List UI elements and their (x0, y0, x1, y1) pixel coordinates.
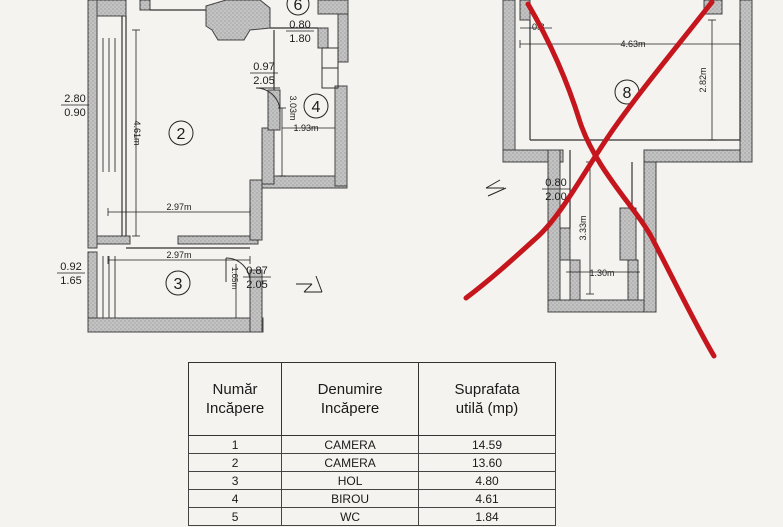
opening-left-window-width: 2.80 (64, 93, 85, 105)
table-header-row: Număr Incăpere Denumire Incăpere Suprafa… (187, 362, 556, 436)
dim-room8-width: 4.63m (620, 39, 645, 49)
opening-lower-window-height: 1.65 (60, 275, 81, 287)
right-dimension-lines (519, 19, 741, 295)
dim-room2-width: 2.97m (166, 202, 191, 212)
room2-inner-lines (121, 9, 318, 249)
header-room-number-line1: Număr (212, 381, 258, 398)
dim-room8-length: 2.82m (698, 67, 708, 92)
header-room-number-line2: Incăpere (205, 400, 265, 417)
north-arrow-left (296, 275, 323, 293)
opening-label-top: 0.80 1.80 (286, 19, 314, 45)
cell-room-number: 1 (187, 435, 283, 454)
cell-room-area: 4.80 (418, 471, 556, 490)
opening-top-width: 0.80 (289, 19, 310, 31)
room-2-number: 2 (177, 126, 186, 143)
opening-right-width: 0.80 (545, 177, 566, 189)
dim-room4-width: 1.93m (293, 123, 318, 133)
cell-room-area: 1.84 (418, 507, 556, 526)
north-arrow-right (485, 179, 507, 197)
cell-room-name: HOL (281, 471, 420, 490)
cell-room-name: BIROU (281, 489, 420, 508)
table-row: 2 CAMERA 13.60 (187, 453, 556, 472)
cell-room-number: 5 (187, 507, 283, 526)
header-usable-area-line2: utilă (mp) (455, 400, 519, 417)
cell-room-area: 14.59 (418, 435, 556, 454)
table-row: 1 CAMERA 14.59 (187, 435, 556, 454)
room-8-number: 8 (623, 85, 632, 102)
opening-room2-door-width: 0.97 (253, 61, 274, 73)
header-room-name: Denumire Incăpere (281, 362, 420, 436)
header-room-name-line1: Denumire (317, 381, 383, 398)
opening-right-height: 2.00 (545, 191, 566, 203)
room-2-marker: 2 (168, 120, 194, 146)
dim-corridor-width: 1.30m (589, 268, 614, 278)
table-row: 3 HOL 4.80 (187, 471, 556, 490)
cell-room-number: 4 (187, 489, 283, 508)
opening-room3-door-width: 0.87 (246, 265, 267, 277)
dim-room3-width: 2.97m (166, 250, 191, 260)
left-window-strips (96, 38, 116, 318)
room-3-marker: 3 (165, 270, 191, 296)
table-row: 4 BIROU 4.61 (187, 489, 556, 508)
opening-room2-door-height: 2.05 (253, 75, 274, 87)
room-6-marker: 6 (286, 0, 310, 16)
header-usable-area: Suprafata utilă (mp) (418, 362, 556, 436)
cell-room-area: 13.60 (418, 453, 556, 472)
opening-label-room2-door: 0.97 2.05 (250, 61, 278, 87)
header-room-name-line2: Incăpere (320, 400, 380, 417)
header-room-number: Număr Incăpere (187, 362, 283, 436)
room-6-number: 6 (294, 0, 303, 14)
dim-room4-length: 3.03m (288, 95, 298, 120)
dim-room3-length: 1.65m (230, 267, 239, 290)
dim-room2-length: 4.61m (132, 120, 142, 145)
room-4-number: 4 (312, 99, 321, 116)
room-4-marker: 4 (303, 93, 329, 119)
door-arc-room3 (225, 257, 251, 283)
opening-label-left-window: 2.80 0.90 (61, 93, 89, 119)
opening-room3-door-height: 2.05 (246, 279, 267, 291)
dim-corridor-length: 3.33m (578, 215, 588, 240)
header-usable-area-line1: Suprafata (454, 381, 520, 398)
opening-lower-window-width: 0.92 (60, 261, 81, 273)
cell-room-name: CAMERA (281, 435, 420, 454)
opening-left-window-height: 0.90 (64, 107, 85, 119)
cell-room-number: 3 (187, 471, 283, 490)
opening-label-lower-window: 0.92 1.65 (57, 261, 85, 287)
cell-room-name: CAMERA (281, 453, 420, 472)
cell-room-area: 4.61 (418, 489, 556, 508)
left-dimension-lines (107, 29, 335, 318)
cell-room-number: 2 (187, 453, 283, 472)
red-cross-out-mark (463, 0, 717, 359)
opening-top-height: 1.80 (289, 33, 310, 45)
opening-label-right: 0.80 2.00 (542, 177, 570, 203)
room-3-number: 3 (174, 276, 183, 293)
room-area-table: Număr Incăpere Denumire Incăpere Suprafa… (187, 362, 556, 526)
opening-label-room3-door: 0.87 2.05 (243, 265, 271, 291)
cell-room-name: WC (281, 507, 420, 526)
left-plan-walls (87, 0, 349, 333)
table-row: 5 WC 1.84 (187, 507, 556, 526)
